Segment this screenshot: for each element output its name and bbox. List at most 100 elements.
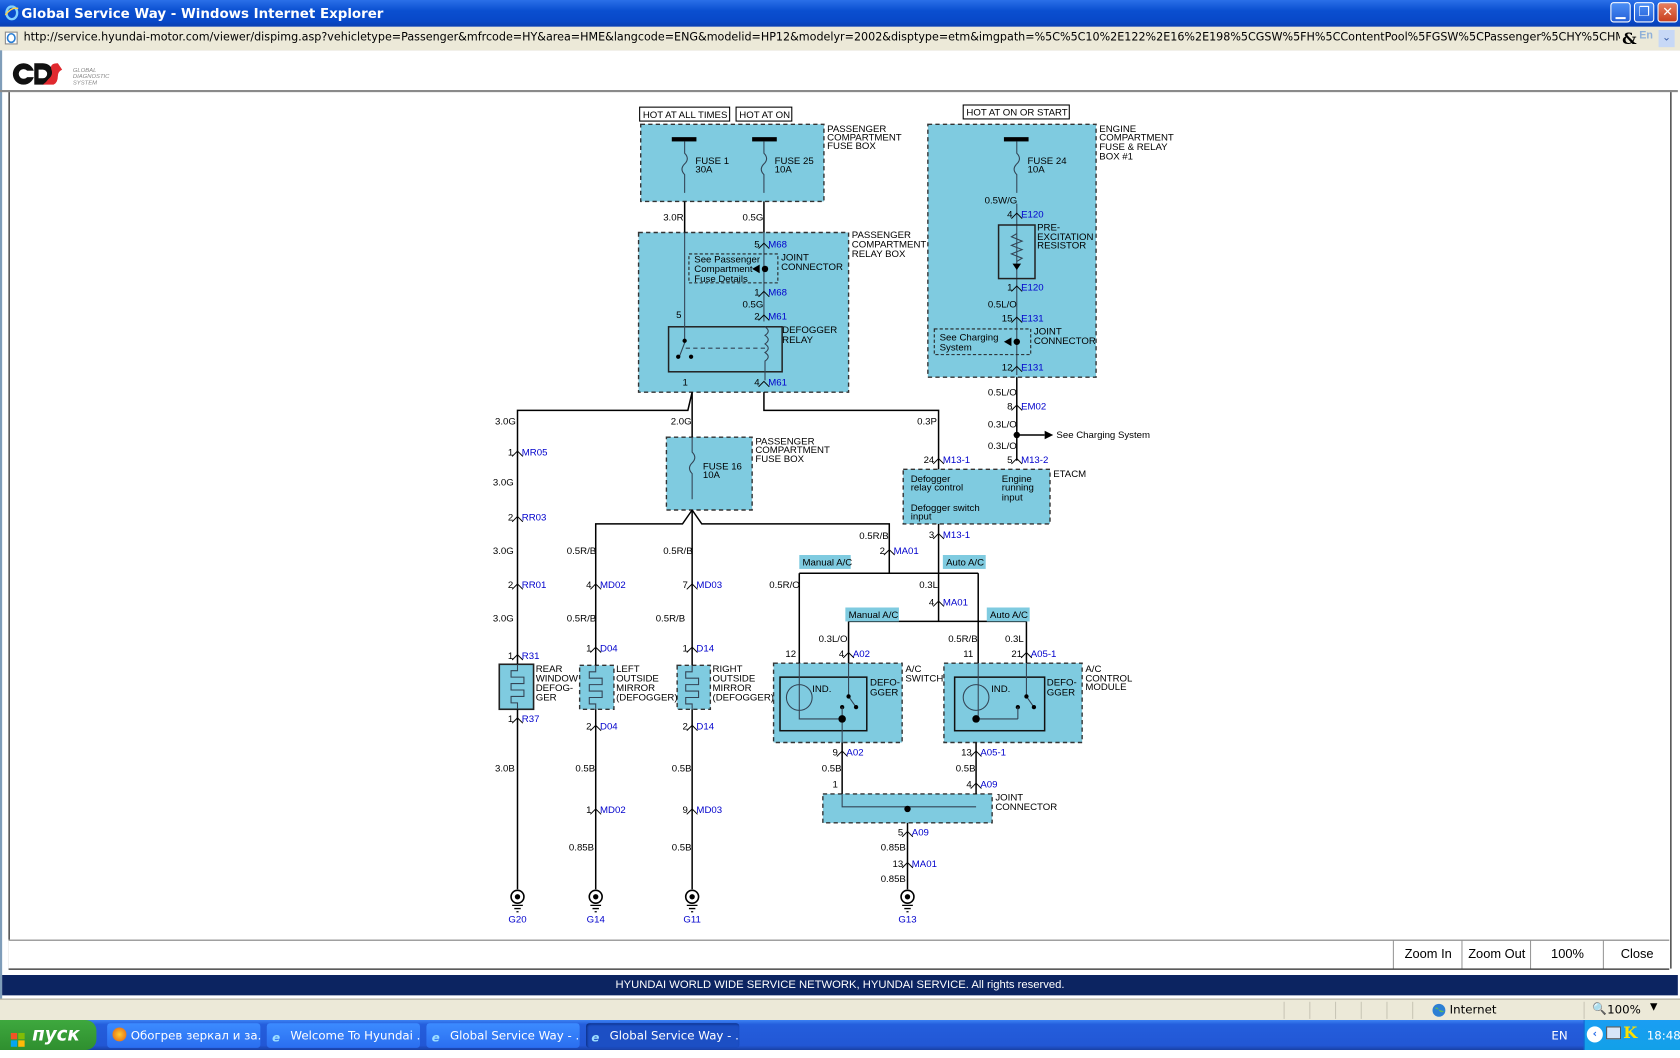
logo-line2: DIAGNOSTIC [73, 74, 110, 80]
keyboard-switcher-icon[interactable]: K [1623, 1023, 1638, 1043]
connector-id: MD03 [696, 805, 722, 816]
manual-ac-tag-2: Manual A/C [849, 610, 899, 621]
logo-line3: SYSTEM [73, 81, 97, 87]
connector-id: MD02 [600, 805, 626, 816]
connector-chevron-icon [836, 750, 848, 757]
task-label: Обогрев зеркал и за... [130, 1028, 261, 1043]
address-dropdown-button[interactable]: ⌄ [1658, 30, 1675, 48]
connector-chevron-icon [511, 515, 524, 523]
svg-text:COMPARTMENT: COMPARTMENT [827, 132, 902, 143]
pin-number: 1 [508, 447, 513, 458]
zoom-in-button[interactable]: Zoom In [1392, 940, 1463, 969]
svg-text:0.85B: 0.85B [881, 874, 906, 885]
logo-line1: GLOBAL [73, 68, 97, 74]
auto-ac-tag-2: Auto A/C [990, 610, 1028, 621]
joint-pin-1: 1 [833, 780, 838, 791]
pin-number: 1 [682, 643, 687, 654]
svg-text:0.5R/B: 0.5R/B [567, 613, 596, 624]
pin-number: 9 [682, 805, 687, 816]
pin-number: 4 [929, 597, 935, 608]
svg-text:CONNECTOR: CONNECTOR [995, 802, 1057, 813]
connector-id: A05-1 [980, 747, 1006, 758]
hot-on-label: HOT AT ON [739, 110, 790, 121]
pin-number: 13 [961, 747, 972, 758]
svg-text:JOINT: JOINT [995, 792, 1023, 803]
svg-text:3.0G: 3.0G [493, 613, 514, 624]
svg-text:MIRROR: MIRROR [616, 683, 655, 694]
svg-text:BOX #1: BOX #1 [1099, 152, 1133, 163]
ac-switch-pin-12: 12 [785, 649, 796, 660]
connector-id: A05-1 [1031, 649, 1057, 660]
window-title-bar[interactable]: Global Service Way - Windows Internet Ex… [0, 0, 1680, 27]
page-icon [4, 31, 18, 45]
connector-id: EM02 [1021, 401, 1046, 412]
connector-chevron-icon [590, 724, 602, 732]
svg-text:CONTROL: CONTROL [1085, 673, 1133, 684]
language-icon: En [1639, 30, 1653, 42]
header-divider [0, 90, 1678, 93]
connector-id: RR01 [522, 580, 547, 591]
taskbar-item-firefox[interactable]: Обогрев зеркал и за... [107, 1023, 261, 1048]
svg-text:10A: 10A [775, 165, 793, 176]
restore-button[interactable]: ❐ [1633, 2, 1655, 23]
page-zoom-level[interactable]: 100% [1607, 1002, 1641, 1017]
svg-text:0.5L/O: 0.5L/O [988, 387, 1017, 398]
pin-number: 1 [586, 805, 591, 816]
connector-chevron-icon [970, 750, 982, 757]
minimize-button[interactable]: ▁ [1610, 2, 1631, 23]
connector-id: R37 [522, 714, 540, 725]
close-window-button[interactable]: ✕ [1657, 2, 1678, 23]
right-mirror-box [676, 664, 712, 710]
start-button[interactable]: пуск [0, 1020, 97, 1051]
connector-id: MR05 [522, 447, 548, 458]
pin-number: 1 [508, 714, 513, 725]
passenger-fuse-box [640, 123, 825, 203]
taskbar-item-gsw-2[interactable]: e Global Service Way - ... [586, 1023, 740, 1048]
show-hidden-icons-button[interactable]: ‹ [1586, 1026, 1603, 1043]
taskbar-item-gsw-1[interactable]: e Global Service Way - ... [426, 1023, 580, 1048]
connector-md02-pin-1: 1 MD02 [586, 805, 626, 816]
zoom-out-button[interactable]: Zoom Out [1461, 940, 1531, 969]
etacm-box [902, 468, 1051, 525]
svg-text:relay control: relay control [911, 483, 963, 494]
fuse-16: FUSE 16 10A [688, 437, 742, 500]
connector-id: E131 [1021, 363, 1043, 374]
auto-ac-tag-1: Auto A/C [946, 558, 984, 569]
pin-number: 4 [586, 580, 592, 591]
svg-text:COMPARTMENT: COMPARTMENT [755, 445, 830, 456]
svg-text:WINDOW: WINDOW [536, 673, 579, 684]
connector-chevron-icon [758, 380, 770, 388]
connector-chevron-icon [590, 808, 602, 815]
connector-id: M13-2 [1021, 455, 1048, 466]
ie-logo-icon [4, 5, 19, 21]
svg-text:0.5G: 0.5G [743, 300, 764, 311]
close-viewer-button[interactable]: Close [1602, 940, 1671, 969]
url-field[interactable]: http://service.hyundai-motor.com/viewer/… [23, 31, 1620, 44]
svg-text:System: System [940, 342, 972, 353]
svg-text:3.0G: 3.0G [493, 477, 514, 488]
see-charging-system-link[interactable]: See Charging System [1056, 430, 1150, 441]
network-icon[interactable] [1606, 1026, 1622, 1040]
connector-id: M13-1 [943, 455, 970, 466]
svg-text:Engine: Engine [1002, 474, 1032, 485]
connector-chevron-icon [758, 242, 770, 249]
connector-id: D04 [600, 643, 618, 654]
connector-id: A02 [853, 649, 870, 660]
connector-chevron-icon [590, 646, 602, 653]
svg-text:EXCITATION: EXCITATION [1037, 232, 1093, 243]
svg-text:See Charging: See Charging [940, 333, 999, 344]
taskbar-item-welcome[interactable]: e Welcome To Hyundai ... [266, 1023, 421, 1048]
manual-ac-tag-1: Manual A/C [803, 558, 853, 569]
zoom-dropdown-icon[interactable]: ▼ [1650, 1001, 1658, 1013]
language-indicator[interactable]: EN [1551, 1028, 1568, 1043]
connector-id: D14 [696, 722, 714, 733]
ac-switch-internals: IND. DEFO- GGER [779, 663, 900, 743]
